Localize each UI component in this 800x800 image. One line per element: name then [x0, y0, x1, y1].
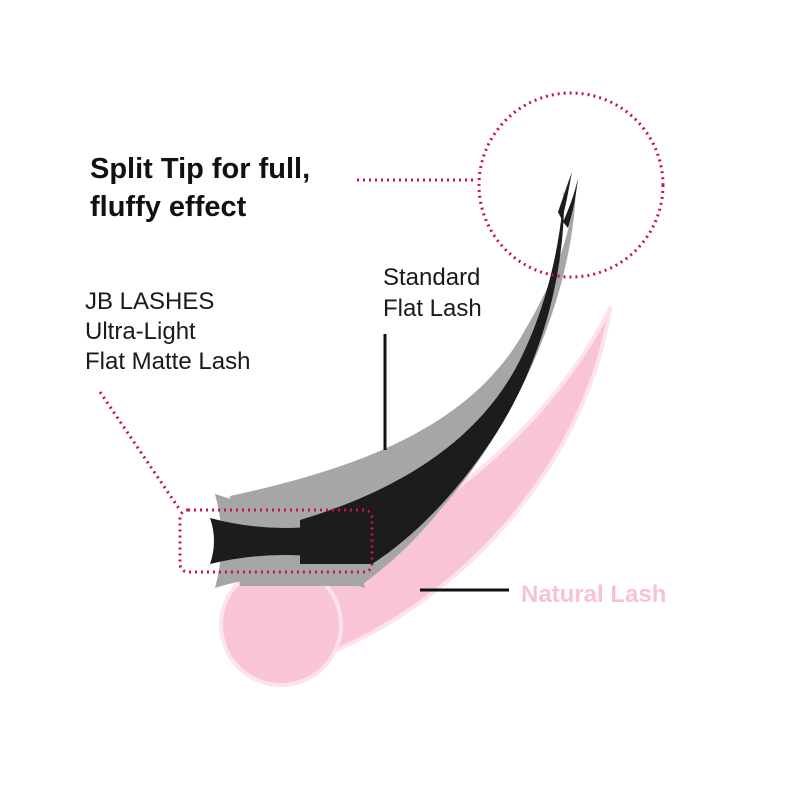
- jb-lash-body: [300, 190, 565, 564]
- natural-lash-label: Natural Lash: [521, 580, 666, 610]
- natural-label-text: Natural Lash: [521, 581, 667, 608]
- standard-flat-lash-label: Standard Flat Lash: [383, 262, 482, 324]
- jb-flat-matte-lash-shape: [210, 172, 578, 564]
- cross-section-callout-box: [178, 508, 374, 574]
- standard-label-line-1: Standard: [383, 264, 481, 291]
- jb-lashes-callout-leader: [98, 391, 182, 511]
- split-tip-label-line-2: fluffy effect: [90, 191, 247, 223]
- jb-lash-split-tip-left: [558, 172, 572, 220]
- jb-lashes-label-line-3: Flat Matte Lash: [85, 348, 251, 375]
- jb-lash-cross-section: [210, 518, 358, 564]
- jb-lashes-label-line-2: Ultra-Light: [85, 318, 196, 345]
- standard-lash-body: [230, 185, 576, 586]
- split-tip-label: Split Tip for full, fluffy effect: [90, 150, 310, 226]
- jb-lashes-label-line-1: JB LASHES: [85, 288, 215, 315]
- split-tip-callout-circle: [477, 91, 665, 279]
- jb-lashes-label: JB LASHES Ultra-Light Flat Matte Lash: [85, 287, 250, 377]
- split-tip-label-line-1: Split Tip for full,: [90, 153, 311, 185]
- standard-label-line-2: Flat Lash: [383, 295, 482, 322]
- jb-lash-split-tip-right: [563, 178, 578, 228]
